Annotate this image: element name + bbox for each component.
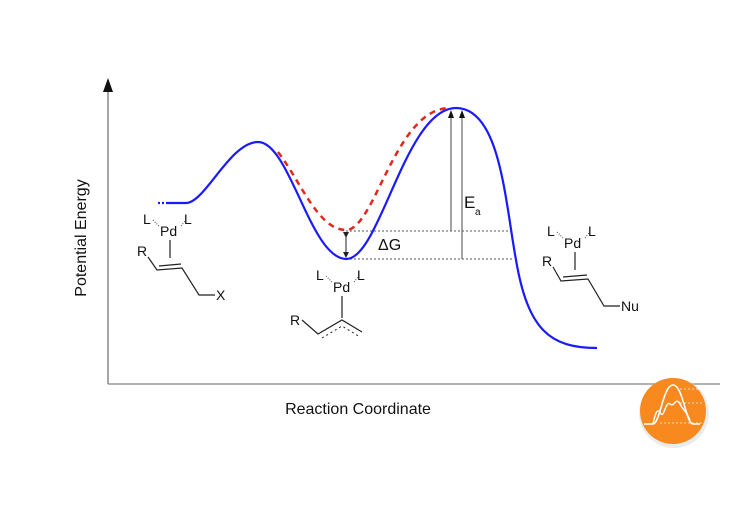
y-axis-label: Potential Energy [73, 179, 90, 296]
delta-g-label: ΔG [378, 237, 401, 254]
y-axis-arrow-icon [103, 78, 113, 92]
ea-label: E [464, 193, 475, 212]
alternative-energy-curve [277, 106, 451, 232]
svg-text:Pd: Pd [564, 235, 581, 251]
svg-text:L: L [547, 223, 555, 239]
svg-text:Pd: Pd [333, 279, 350, 295]
intermediate-structure: L Pd L R [290, 267, 365, 339]
axes [103, 78, 720, 385]
ea-arrow-lower-head-icon [459, 110, 465, 118]
energy-profile-badge[interactable] [639, 378, 709, 448]
svg-text:L: L [588, 223, 596, 239]
svg-text:L: L [143, 211, 151, 227]
reactant-structure: L Pd L R X [137, 211, 226, 303]
svg-text:R: R [290, 312, 300, 328]
badge-inner-curve-icon [652, 400, 691, 425]
svg-text:X: X [216, 287, 226, 303]
svg-text:L: L [316, 267, 324, 283]
svg-text:Pd: Pd [160, 223, 177, 239]
product-structure: L Pd L R Nu [542, 223, 639, 314]
svg-text:L: L [184, 211, 192, 227]
x-axis-label: Reaction Coordinate [285, 401, 431, 418]
svg-text:R: R [137, 243, 147, 259]
svg-text:Nu: Nu [621, 298, 639, 314]
svg-text:L: L [357, 267, 365, 283]
main-energy-curve [168, 106, 598, 350]
svg-text:R: R [542, 253, 552, 269]
ea-arrow-upper-head-icon [448, 110, 454, 118]
ea-subscript: a [475, 207, 481, 218]
